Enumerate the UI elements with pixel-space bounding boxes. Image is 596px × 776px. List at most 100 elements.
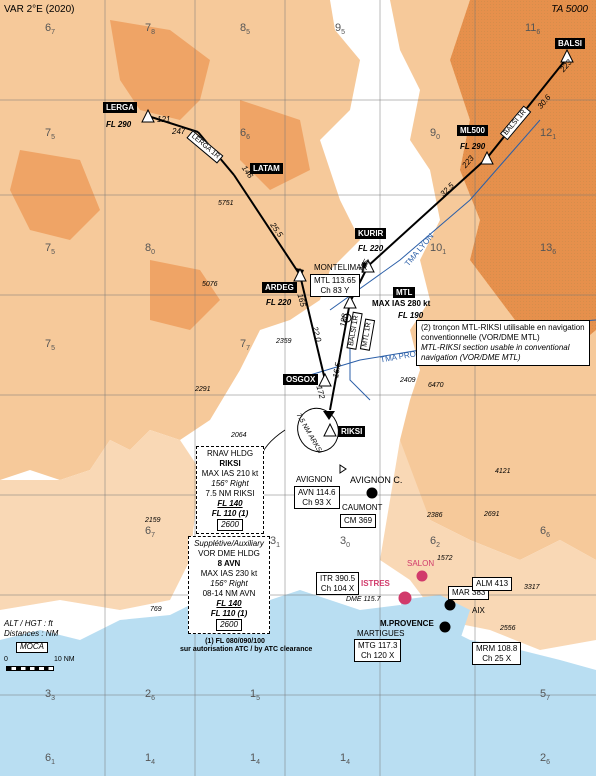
moca-value: 66: [240, 127, 251, 142]
fl-ml500: FL 290: [460, 142, 486, 151]
spot-2359: 2359: [276, 338, 292, 345]
vor-hold-name: 8 AVN: [217, 559, 241, 568]
moca-value: 85: [240, 22, 251, 37]
moca-value: 61: [45, 752, 56, 767]
vor-hold-speed: MAX IAS 230 kt: [200, 569, 258, 578]
mprovence-label: M.PROVENCE: [380, 619, 434, 628]
moca-value: 30: [340, 535, 351, 550]
montelimar-navaid[interactable]: MTL 113.65 Ch 83 Y: [310, 274, 360, 298]
navaid-symbols: [339, 313, 456, 633]
rnav-hold-fl-bottom: FL 110 (1): [211, 509, 249, 518]
moca-value: 75: [45, 127, 56, 142]
riksi-holding: [297, 407, 339, 453]
avignon-c-label: AVIGNON C.: [350, 475, 403, 485]
aix-label: AIX: [472, 606, 485, 615]
caumont-navaid[interactable]: CM 369: [340, 514, 377, 528]
rnav-hold-name: RIKSI: [219, 459, 241, 468]
dist-247: 247: [172, 127, 186, 136]
mrm-channel: Ch 25 X: [482, 653, 512, 663]
spot-769: 769: [150, 606, 162, 613]
spot-2386: 2386: [427, 512, 443, 519]
mar-freq: MAR 383: [452, 588, 486, 597]
waypoint-osgox[interactable]: OSGOX: [283, 374, 319, 385]
rnav-hold-fl-top: FL 140: [217, 499, 243, 508]
spot-3317: 3317: [524, 584, 540, 591]
waypoint-balsi[interactable]: BALSI: [555, 38, 585, 49]
moca-value: 14: [145, 752, 156, 767]
moca-value: 80: [145, 242, 156, 257]
scale-bar: [6, 666, 54, 671]
martigues-name: MARTIGUES: [357, 629, 405, 638]
legend-scale-10: 10 NM: [54, 656, 75, 663]
moca-value: 62: [430, 535, 441, 550]
istres-label: ISTRES: [361, 579, 390, 588]
moca-value: 101: [430, 242, 447, 257]
rnav-hold-box: RNAV HLDG RIKSI MAX IAS 210 kt 156° Righ…: [196, 446, 264, 534]
spot-5076: 5076: [202, 281, 218, 288]
fl-lerga: FL 290: [106, 120, 132, 129]
waypoint-ml500[interactable]: ML500: [457, 125, 488, 136]
martigues-navaid[interactable]: MTG 117.3 Ch 120 X: [354, 639, 402, 663]
moca-value: 75: [45, 338, 56, 353]
waypoint-latam[interactable]: LATAM: [250, 163, 283, 174]
note-line-1: (2) tronçon MTL-RIKSI utilisable en navi…: [421, 323, 585, 332]
legend-scale-0: 0: [4, 656, 8, 663]
waypoint-riksi[interactable]: RIKSI: [338, 426, 366, 437]
itr-freq: ITR 390.5: [320, 574, 356, 583]
vor-hold-title1: Supplétive/Auxiliary: [194, 539, 264, 548]
alm-freq: ALM 413: [476, 579, 509, 588]
rnav-hold-track: 156° Right: [211, 479, 249, 488]
spot-2064: 2064: [231, 432, 247, 439]
avignon-channel: Ch 93 X: [302, 497, 332, 507]
alm-navaid[interactable]: ALM 413: [472, 577, 513, 591]
fl-ardeg: FL 220: [266, 298, 292, 307]
waypoint-ardeg[interactable]: ARDEG: [262, 282, 297, 293]
transition-altitude: TA 5000: [551, 4, 588, 15]
vor-hold-box: Supplétive/Auxiliary VOR DME HLDG 8 AVN …: [188, 536, 270, 634]
vor-hold-fl-top: FL 140: [216, 599, 242, 608]
moca-value: 67: [45, 22, 56, 37]
footnote: (1) FL 080/090/100 sur autorisation ATC …: [180, 638, 312, 653]
rnav-hold-moca: 2600: [217, 519, 243, 531]
note-line-4: navigation (VOR/DME MTL): [421, 353, 521, 362]
vor-hold-moca: 2600: [216, 619, 242, 631]
avignon-navaid[interactable]: AVN 114.6 Ch 93 X: [294, 486, 340, 510]
itr-navaid[interactable]: ITR 390.5 Ch 104 X: [316, 572, 360, 596]
avignon-freq: AVN 114.6: [298, 488, 336, 497]
moca-value: 121: [540, 127, 557, 142]
moca-value: 136: [540, 242, 557, 257]
note-line-3: MTL-RIKSI section usable in conventional: [421, 343, 570, 352]
moca-value: 77: [240, 338, 251, 353]
magnetic-variation: VAR 2°E (2020): [4, 4, 75, 15]
spot-2291: 2291: [195, 386, 211, 393]
fl-mtl: FL 190: [398, 311, 424, 320]
moca-value: 31: [270, 535, 281, 550]
montelimar-channel: Ch 83 Y: [320, 285, 350, 295]
vor-hold-track: 156° Right: [210, 579, 248, 588]
fl-kurir: FL 220: [358, 244, 384, 253]
waypoint-symbols: [141, 48, 574, 437]
moca-value: 14: [250, 752, 261, 767]
montelimar-name: MONTELIMAR: [314, 263, 368, 272]
spot-4121: 4121: [495, 468, 511, 475]
dme-label: DME 115.7: [346, 596, 381, 603]
spot-1572: 1572: [437, 555, 453, 562]
rnav-hold-speed: MAX IAS 210 kt: [201, 469, 259, 478]
waypoint-lerga[interactable]: LERGA: [103, 102, 137, 113]
montelimar-freq: MTL 113.65: [314, 276, 356, 285]
martigues-channel: Ch 120 X: [361, 650, 395, 660]
martigues-freq: MTG 117.3: [358, 641, 398, 650]
footnote-line-1: (1) FL 080/090/100: [205, 638, 265, 645]
terrain-west-dark: [10, 20, 310, 330]
salon-label: SALON: [407, 559, 435, 568]
waypoint-mtl[interactable]: MTL: [393, 287, 416, 298]
vor-hold-leg: 08-14 NM AVN: [202, 589, 256, 598]
moca-value: 116: [525, 22, 541, 37]
rnav-hold-title: RNAV HLDG: [206, 449, 254, 458]
mrm-navaid[interactable]: MRM 108.8 Ch 25 X: [472, 642, 522, 666]
waypoint-kurir[interactable]: KURIR: [355, 228, 387, 239]
dist-121: 121: [157, 115, 171, 124]
vor-hold-title2: VOR DME HLDG: [198, 549, 260, 558]
vor-hold-fl-bottom: FL 110 (1): [210, 609, 248, 618]
moca-value: 14: [340, 752, 351, 767]
